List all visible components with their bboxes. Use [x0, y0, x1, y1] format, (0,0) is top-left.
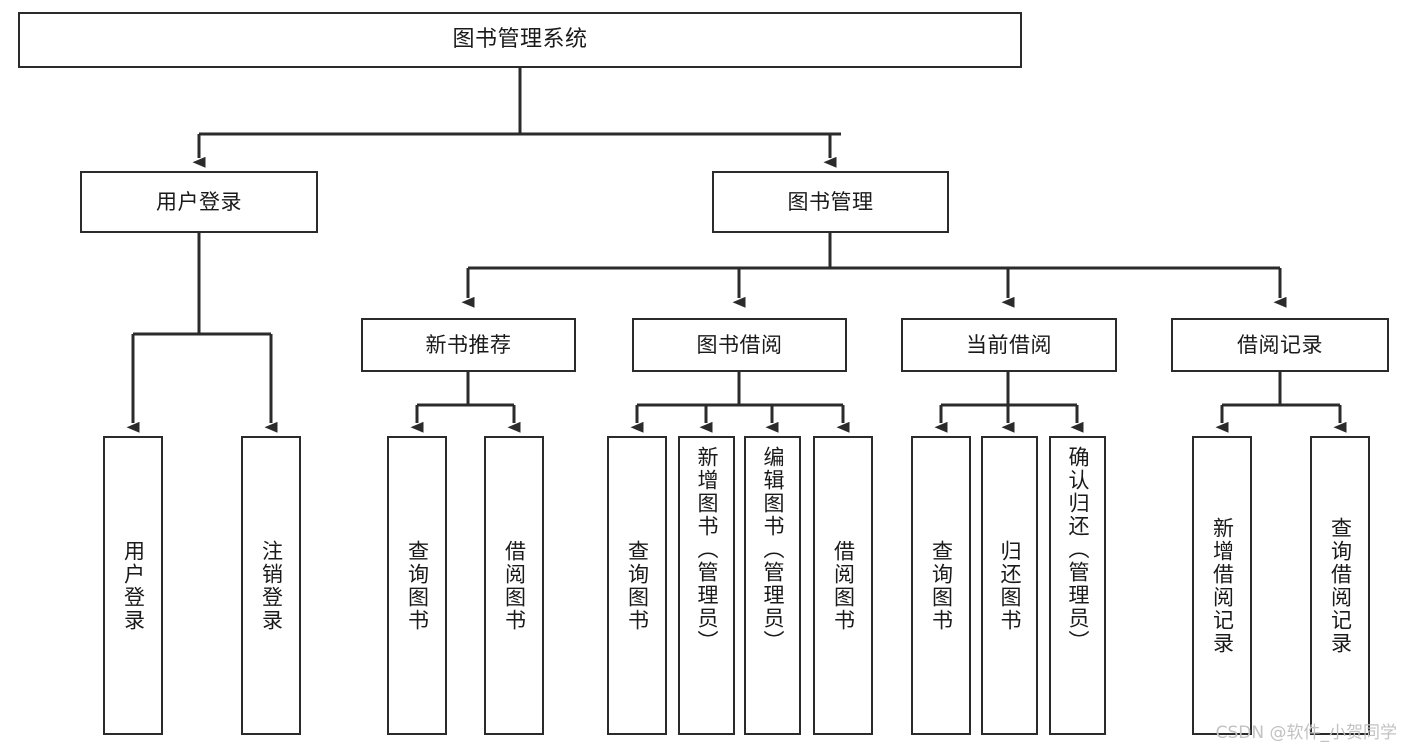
node-label: 用户登录 [156, 189, 242, 214]
watermark-text: CSDN @软件_小贺同学 [1215, 723, 1397, 743]
node-leaf-logout-login[interactable]: 注销登录 [241, 436, 301, 735]
node-label: 用户登录 [121, 539, 146, 632]
node-label: 编辑图书（管理员） [761, 446, 785, 653]
node-label: 图书借阅 [696, 332, 783, 357]
node-new-book-recommend[interactable]: 新书推荐 [361, 318, 576, 372]
node-leaf-borrow-book[interactable]: 借阅图书 [813, 436, 873, 735]
node-leaf-borrow-book-new[interactable]: 借阅图书 [484, 436, 544, 735]
node-label: 查询借阅记录 [1328, 516, 1353, 655]
node-book-borrow[interactable]: 图书借阅 [632, 318, 847, 372]
node-label: 新增图书（管理员） [695, 446, 719, 653]
node-label: 图书管理系统 [452, 27, 588, 53]
node-label: 当前借阅 [966, 332, 1052, 357]
node-label: 查询图书 [929, 539, 954, 632]
node-label: 查询图书 [625, 539, 650, 632]
node-leaf-query-book-borrow[interactable]: 查询图书 [607, 436, 667, 735]
node-borrow-record[interactable]: 借阅记录 [1171, 318, 1389, 372]
node-leaf-query-record[interactable]: 查询借阅记录 [1310, 436, 1370, 735]
node-label: 借阅图书 [831, 539, 856, 632]
node-leaf-return-book[interactable]: 归还图书 [981, 436, 1038, 735]
node-leaf-query-book-new[interactable]: 查询图书 [387, 436, 447, 735]
node-label: 归还图书 [998, 539, 1022, 632]
node-label: 确认归还（管理员） [1066, 446, 1090, 653]
node-root-system[interactable]: 图书管理系统 [18, 12, 1022, 68]
node-user-login[interactable]: 用户登录 [80, 171, 318, 233]
node-leaf-edit-book[interactable]: 编辑图书（管理员） [744, 436, 801, 735]
node-book-management[interactable]: 图书管理 [712, 171, 949, 233]
node-label: 图书管理 [787, 189, 874, 214]
node-leaf-add-record[interactable]: 新增借阅记录 [1192, 436, 1252, 735]
node-current-borrow[interactable]: 当前借阅 [901, 318, 1117, 372]
node-label: 新增借阅记录 [1210, 516, 1235, 655]
node-leaf-add-book[interactable]: 新增图书（管理员） [678, 436, 735, 735]
node-leaf-confirm-return[interactable]: 确认归还（管理员） [1049, 436, 1106, 735]
node-label: 借阅图书 [502, 539, 527, 632]
node-label: 借阅记录 [1237, 332, 1323, 357]
node-leaf-query-book-current[interactable]: 查询图书 [911, 436, 971, 735]
node-label: 查询图书 [405, 539, 430, 632]
node-label: 新书推荐 [425, 332, 512, 357]
node-label: 注销登录 [259, 539, 284, 632]
node-leaf-user-login[interactable]: 用户登录 [103, 436, 163, 735]
